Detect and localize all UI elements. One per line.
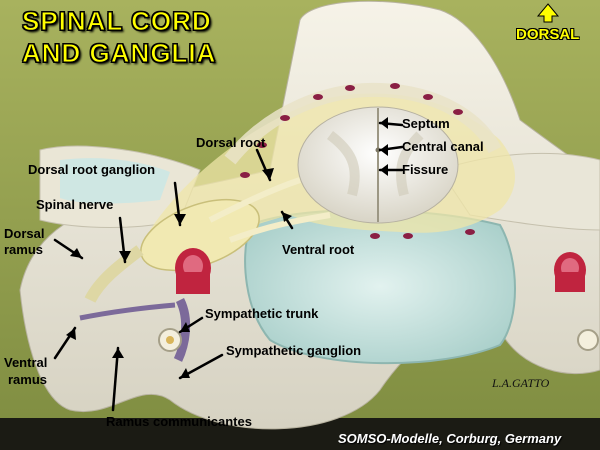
up-arrow-icon xyxy=(536,3,560,23)
dorsal-orientation-label: DORSAL xyxy=(516,26,580,43)
label-ramus-communicantes: Ramus communicantes xyxy=(106,414,252,429)
label-fissure: Fissure xyxy=(402,162,449,177)
photo-credit: SOMSO-Modelle, Corburg, Germany xyxy=(338,431,562,446)
label-sympathetic-trunk: Sympathetic trunk xyxy=(205,306,319,321)
label-dorsal-ramus-line1: Dorsal xyxy=(4,226,45,241)
label-septum: Septum xyxy=(402,116,450,131)
artist-signature: L.A.GATTO xyxy=(492,376,550,390)
label-ventral-ramus-line1: Ventral xyxy=(4,355,48,370)
label-dorsal-root: Dorsal root xyxy=(196,135,266,150)
label-central-canal: Central canal xyxy=(402,139,484,154)
label-ventral-root: Ventral root xyxy=(282,242,355,257)
label-sympathetic-ganglion: Sympathetic ganglion xyxy=(226,343,362,358)
title-line-2: AND GANGLIA xyxy=(21,38,217,69)
label-spinal-nerve: Spinal nerve xyxy=(36,197,114,212)
title-line-1: SPINAL CORD xyxy=(22,6,212,37)
label-dorsal-ramus-line2: ramus xyxy=(4,242,44,257)
label-ventral-ramus-line2: ramus xyxy=(8,372,48,387)
label-dorsal-root-ganglion: Dorsal root ganglion xyxy=(28,162,156,177)
